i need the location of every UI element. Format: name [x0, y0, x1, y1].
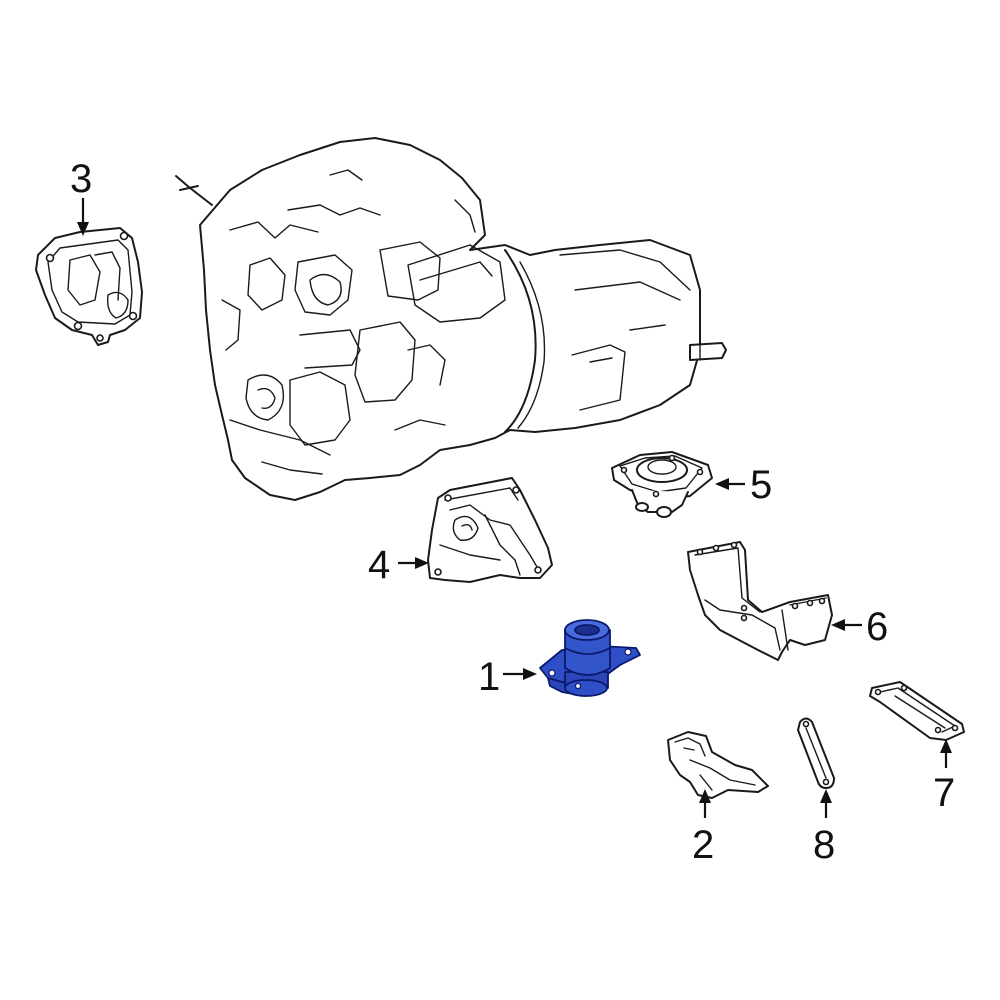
callout-label-8: 8 — [813, 823, 835, 867]
callout-label-2: 2 — [692, 823, 714, 867]
callout-arrows — [77, 198, 952, 818]
callout-label-6: 6 — [866, 605, 888, 649]
callout-label-7: 7 — [933, 771, 955, 815]
part-7-bracket-plate — [869, 681, 965, 741]
callout-label-4: 4 — [368, 543, 390, 587]
callout-label-1: 1 — [478, 655, 500, 699]
callout-label-5: 5 — [750, 463, 772, 507]
part-2-heat-shield — [667, 731, 769, 799]
part-1-engine-mount-highlighted[interactable] — [539, 619, 641, 697]
callout-label-3: 3 — [70, 157, 92, 201]
part-3-engine-mount-bracket — [35, 227, 143, 346]
part-4-transmission-mount-bracket — [427, 477, 553, 583]
part-8-link-bar — [797, 717, 835, 789]
engine-transmission-assembly — [175, 137, 727, 501]
part-5-transmission-mount — [611, 451, 713, 518]
part-6-crossmember — [687, 541, 833, 661]
